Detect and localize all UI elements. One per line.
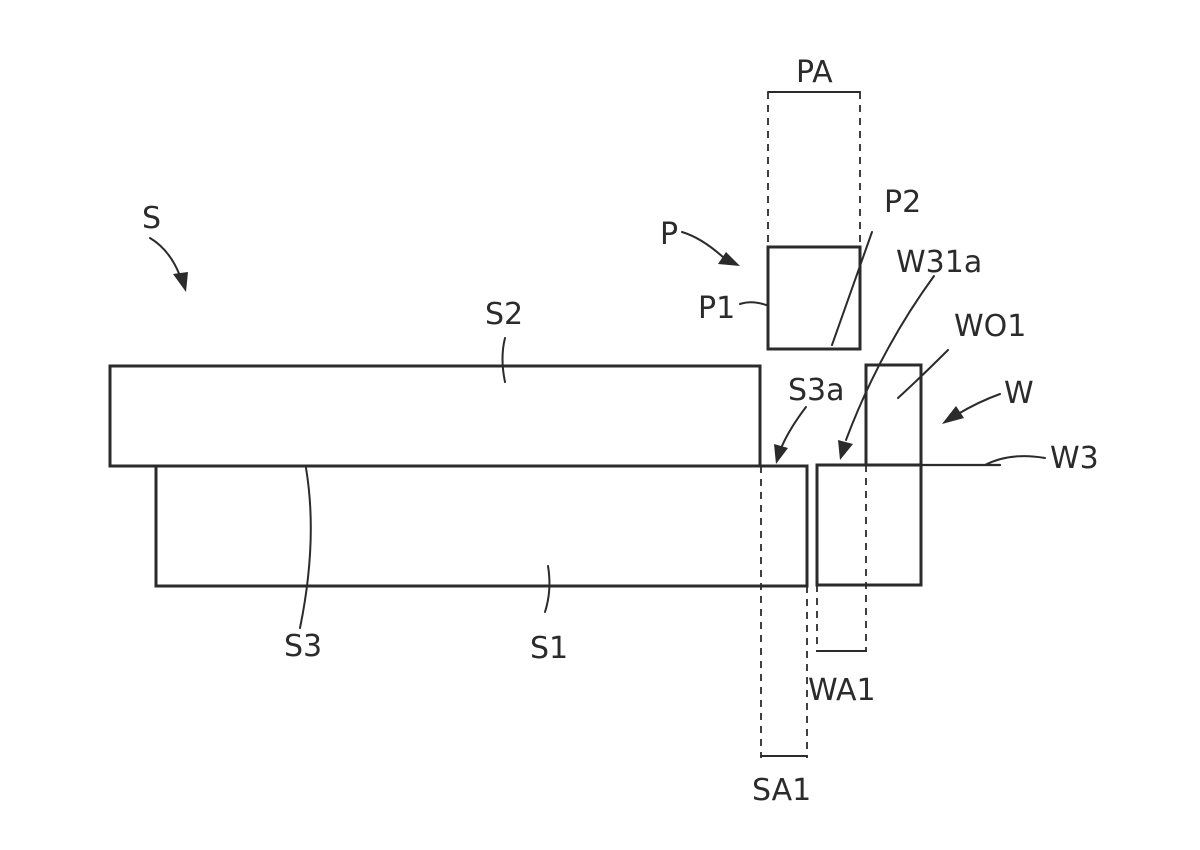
s1-leader-line	[544, 565, 551, 613]
part-w-lower-block	[815, 463, 923, 587]
w3-leader-line	[984, 455, 1046, 466]
p-indicator-arrow-line	[681, 231, 725, 259]
label-pa: PA	[796, 55, 833, 90]
label-s3: S3	[284, 629, 322, 664]
wo1-leader-line	[897, 349, 949, 399]
label-p: P	[660, 217, 678, 252]
label-wo1: WO1	[954, 309, 1026, 344]
w-indicator-arrow-line	[957, 393, 1001, 415]
s3a-indicator-arrow-line	[781, 406, 807, 447]
label-s2: S2	[485, 297, 523, 332]
label-wa1: WA1	[808, 673, 876, 708]
p-indicator-arrowhead	[718, 252, 740, 266]
label-w31a: W31a	[896, 245, 982, 280]
w31a-indicator-arrow-line	[845, 275, 935, 441]
s-indicator-arrowhead	[173, 272, 188, 292]
p2-leader-line	[831, 231, 873, 346]
s3a-indicator-arrowhead	[774, 444, 788, 464]
p1-leader-line	[739, 301, 767, 306]
s-indicator-arrow-line	[149, 237, 181, 277]
w-indicator-arrowhead	[942, 406, 964, 424]
label-w3: W3	[1050, 441, 1099, 476]
label-s1: S1	[530, 631, 568, 666]
w31a-indicator-arrowhead	[838, 440, 853, 460]
part-s1-block	[154, 464, 809, 588]
part-s2-block	[108, 364, 762, 468]
label-s3a: S3a	[788, 373, 845, 408]
label-sa1: SA1	[752, 773, 811, 808]
label-p2: P2	[884, 185, 921, 220]
part-wo1-block	[864, 363, 923, 467]
s2-leader-line	[501, 337, 506, 383]
s3-leader-line	[299, 467, 312, 629]
label-s: S	[142, 201, 161, 236]
part-p1-block	[766, 245, 862, 351]
label-w: W	[1004, 376, 1034, 411]
label-p1: P1	[698, 291, 735, 326]
